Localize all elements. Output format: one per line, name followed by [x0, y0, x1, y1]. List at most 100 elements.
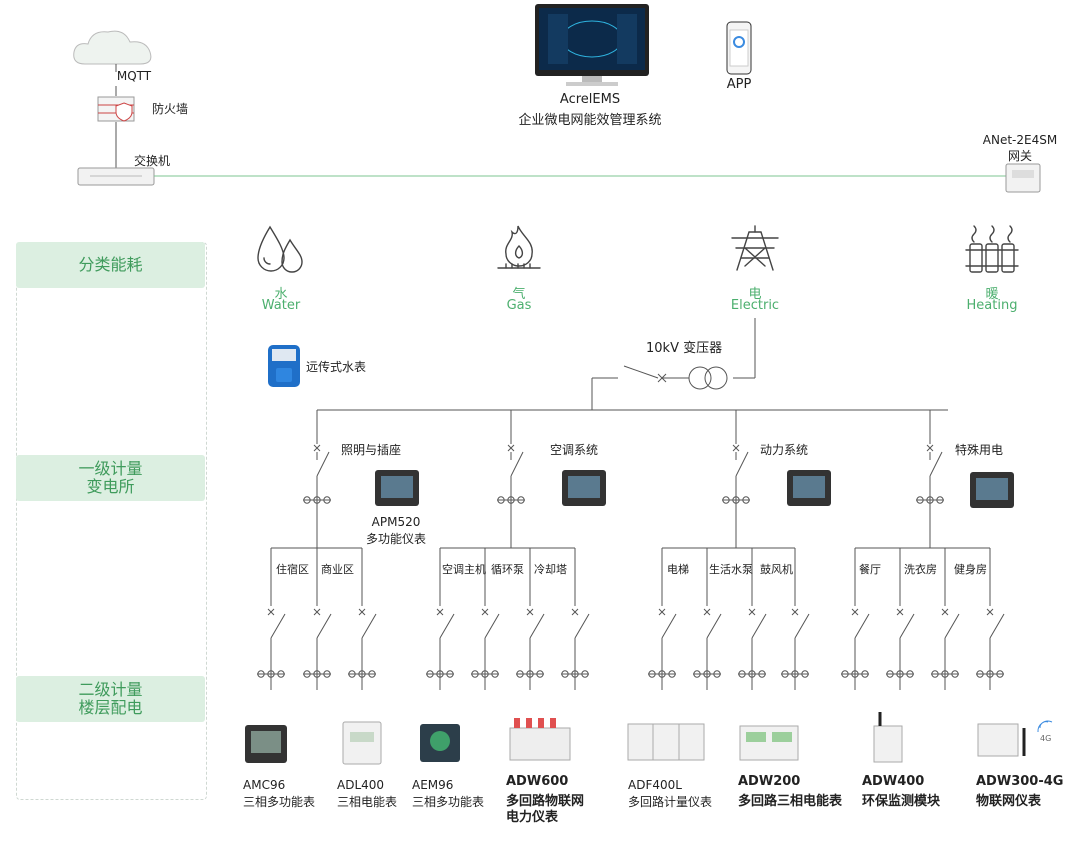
breaker-x-mark	[748, 608, 756, 616]
ct-coil	[951, 670, 959, 678]
branch-hvac-label: 空调系统	[550, 443, 599, 457]
transformer-label: 10kV 变压器	[646, 341, 723, 356]
branch-power-label: 动力系统	[760, 443, 809, 457]
subload-fan: 鼓风机	[760, 563, 793, 576]
electric-en: Electric	[730, 298, 780, 313]
adw300-model: ADW300-4G	[976, 774, 1064, 789]
electric-cn: 电	[748, 287, 762, 302]
ct-coil	[976, 670, 984, 678]
ct-coil	[732, 496, 740, 504]
ct-coil	[436, 670, 444, 678]
ct-coil	[986, 670, 994, 678]
device-adw200-icon	[739, 725, 799, 761]
level2-label-a: 二级计量	[78, 680, 143, 699]
app-label: APP	[726, 77, 752, 92]
adw300-desc: 物联网仪表	[976, 794, 1042, 809]
level-classification-label: 分类能耗	[78, 255, 143, 274]
mqtt-label: MQTT	[116, 69, 152, 83]
ct-coil	[648, 670, 656, 678]
adw400-model: ADW400	[862, 774, 925, 789]
firewall-label: 防火墙	[152, 102, 189, 116]
ct-coil	[323, 670, 331, 678]
subload-elevator: 电梯	[667, 563, 689, 576]
adw200-model: ADW200	[738, 774, 801, 789]
feeder-switch-blade	[854, 613, 870, 639]
level-band-classification: 分类能耗	[16, 242, 205, 288]
ct-coil	[791, 670, 799, 678]
device-adf400l-icon	[627, 723, 705, 761]
monitor-icon	[535, 4, 649, 86]
ct-coil	[481, 670, 489, 678]
breaker-x-mark	[571, 608, 579, 616]
aem96-model: AEM96	[412, 778, 454, 792]
ct-coil	[886, 670, 894, 678]
level-band-floor: 二级计量 楼层配电	[16, 676, 205, 722]
subload-gym: 健身房	[954, 563, 987, 576]
breaker-x-mark	[941, 608, 949, 616]
branch-special-label: 特殊用电	[955, 443, 1004, 457]
adw200-desc: 多回路三相电能表	[738, 794, 843, 809]
ct-coil	[516, 670, 524, 678]
breaker-x-mark	[313, 608, 321, 616]
apm-model: APM520	[371, 515, 421, 529]
ct-coil	[313, 496, 321, 504]
breaker-x-mark	[507, 444, 515, 452]
heating-radiator-icon	[965, 225, 1019, 273]
badge-4g: 4G	[1040, 734, 1052, 743]
ems-desc: 企业微电网能效管理系统	[518, 113, 662, 128]
breaker-x-mark	[436, 608, 444, 616]
adf400l-desc: 多回路计量仪表	[628, 795, 713, 809]
heating-en: Heating	[966, 298, 1018, 313]
ct-coil	[926, 496, 934, 504]
transformer-wiring	[317, 318, 948, 411]
ct-coil	[861, 670, 869, 678]
feeder-switch-blade	[706, 613, 722, 639]
feeder-switch-blade	[989, 613, 1005, 639]
feeder-switch-blade	[361, 613, 377, 639]
subload-water-pump: 生活水泵	[709, 563, 753, 576]
ct-coil	[368, 670, 376, 678]
branch-switch-blade	[316, 451, 330, 477]
adl400-desc: 三相电能表	[337, 795, 398, 809]
ct-coil	[358, 670, 366, 678]
subload-circ-pump: 循环泵	[491, 563, 524, 576]
adw600-model: ADW600	[506, 774, 569, 789]
ct-coil	[426, 670, 434, 678]
device-adw300-icon	[977, 720, 1053, 757]
gateway-label: 网关	[1007, 149, 1033, 163]
breaker-x-mark	[986, 608, 994, 616]
gas-cn: 气	[512, 287, 526, 302]
ct-coil	[781, 670, 789, 678]
ct-coil	[303, 496, 311, 504]
ct-coil	[277, 670, 285, 678]
subload-cooling-tower: 冷却塔	[534, 563, 567, 576]
ct-coil	[996, 670, 1004, 678]
gateway-model: ANet-2E4SM	[982, 133, 1058, 147]
adw600-desc2: 电力仪表	[506, 810, 559, 825]
ct-coil	[561, 670, 569, 678]
feeder-switch-blade	[899, 613, 915, 639]
breaker-x-mark	[267, 608, 275, 616]
water-meter-label: 远传式水表	[306, 360, 367, 374]
ct-coil	[658, 670, 666, 678]
ct-coil	[491, 670, 499, 678]
adl400-model: ADL400	[337, 778, 385, 792]
ct-coil	[748, 670, 756, 678]
feeder-switch-blade	[794, 613, 810, 639]
switch-icon	[77, 167, 155, 186]
amc96-desc: 三相多功能表	[243, 795, 316, 809]
switch-label: 交换机	[134, 154, 171, 168]
subload-ac-host: 空调主机	[442, 563, 486, 576]
ct-coil	[471, 670, 479, 678]
device-amc96-icon	[245, 725, 287, 763]
feeder-switch-blade	[751, 613, 767, 639]
aem96-desc: 三相多功能表	[412, 795, 485, 809]
breaker-x-mark	[926, 444, 934, 452]
ct-coil	[507, 496, 515, 504]
level1-label-b: 变电所	[86, 477, 135, 496]
device-aem96-icon	[420, 724, 460, 762]
breaker-x-mark	[896, 608, 904, 616]
ct-coil	[693, 670, 701, 678]
level1-label-a: 一级计量	[78, 459, 143, 478]
